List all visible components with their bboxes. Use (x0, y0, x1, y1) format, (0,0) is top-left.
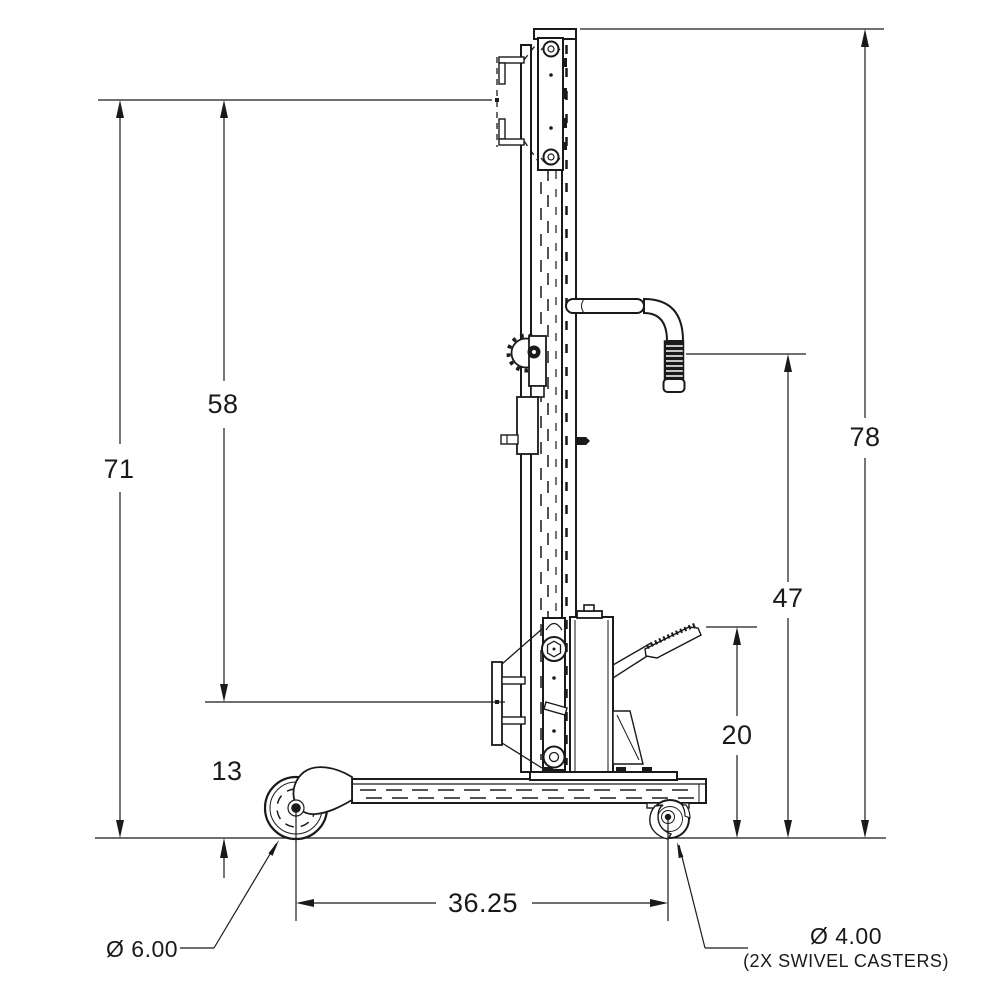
lowered-fork (491, 628, 543, 769)
release-lever (543, 701, 568, 716)
lowered-fork-center-mark (495, 700, 499, 704)
dim-20-label: 20 (721, 720, 752, 750)
winch-sprocket (500, 333, 590, 455)
extension-lines (95, 28, 886, 839)
leader-front-wheel: Ø 6.00 (106, 840, 279, 962)
raised-fork-phantom (495, 41, 539, 162)
top-carriage (537, 37, 567, 171)
caster-hub (664, 813, 672, 821)
winch-pin (500, 434, 519, 445)
raised-fork-center-mark (495, 98, 499, 102)
dim-47-label: 47 (772, 583, 803, 613)
pump-cylinder (569, 616, 614, 774)
rear-caster (646, 799, 691, 840)
dim-58-label: 58 (207, 389, 238, 419)
dim-13: 13 (211, 756, 242, 878)
dim-71: 71 (103, 100, 134, 838)
caster-note-label: (2X SWIVEL CASTERS) (743, 951, 949, 971)
leader-caster: Ø 4.00 (2X SWIVEL CASTERS) (677, 842, 949, 971)
dim-71-label: 71 (103, 454, 134, 484)
dim-47: 47 (772, 354, 803, 838)
front-wheel-dia-label: Ø 6.00 (106, 936, 178, 962)
dim-13-label: 13 (211, 756, 242, 786)
caster-dia-label: Ø 4.00 (810, 923, 882, 949)
base-frame (351, 767, 707, 804)
mast-pin (577, 437, 590, 445)
dim-58: 58 (207, 100, 238, 702)
dim-36-25: 36.25 (296, 888, 668, 918)
mast-mount-plate (529, 771, 678, 781)
pump-assembly (569, 604, 702, 774)
front-wheel (263, 766, 353, 841)
dim-20: 20 (721, 627, 752, 838)
dim-78-label: 78 (849, 422, 880, 452)
dim-78: 78 (849, 29, 880, 838)
pedal-pad (644, 626, 702, 659)
dim-36-25-label: 36.25 (448, 888, 518, 918)
caster-fork (649, 804, 673, 840)
handle-end-cap (662, 378, 686, 393)
winch-handle (565, 297, 686, 393)
bottom-carriage (541, 617, 568, 771)
